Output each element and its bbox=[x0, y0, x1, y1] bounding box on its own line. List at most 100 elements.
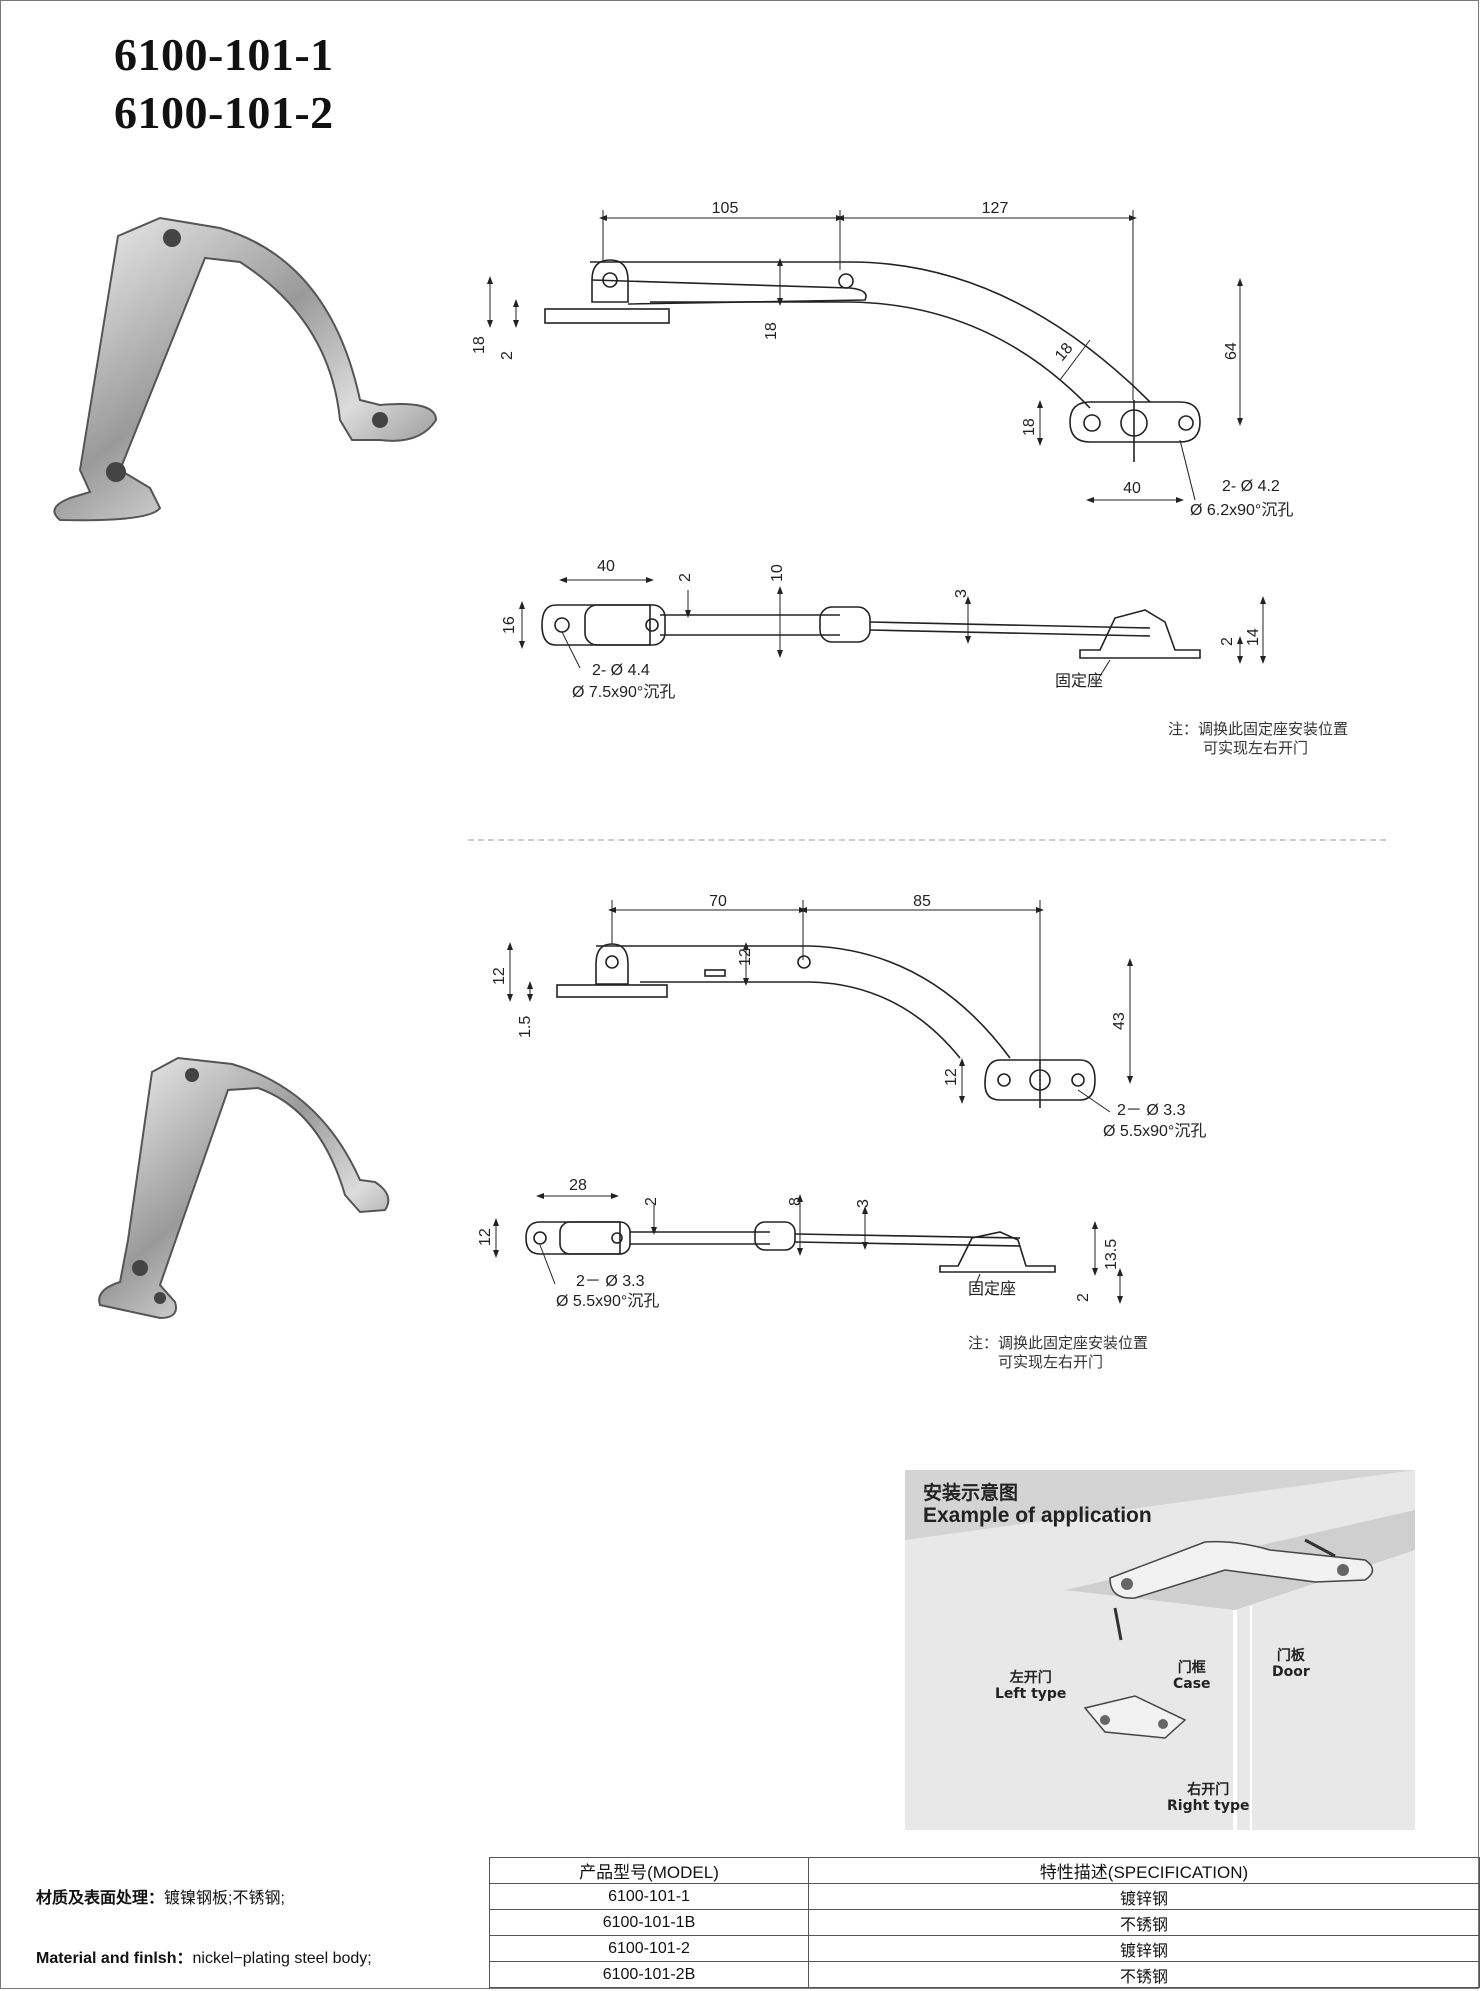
drawing-1-side-dims bbox=[519, 577, 1266, 677]
header-model: 产品型号(MODEL) bbox=[489, 1857, 809, 1884]
drawing-2-side-labels: 28 2 8 3 12 13.5 2 2－ Ø 3.3 Ø 5.5x90°沉孔 … bbox=[477, 1177, 1120, 1310]
dim-3s2: 3 bbox=[855, 1199, 872, 1208]
model-title-2: 6100-101-2 bbox=[114, 87, 334, 138]
hole-spec-1a: 2- Ø 4.2 bbox=[1222, 478, 1280, 495]
material-cn-label: 材质及表面处理： bbox=[36, 1890, 165, 1907]
application-title-cn: 安装示意图 bbox=[923, 1482, 1019, 1504]
seat-label-1: 固定座 bbox=[1055, 672, 1103, 690]
cell-model: 6100-101-1B bbox=[489, 1909, 809, 1936]
dim-2s: 2 bbox=[677, 573, 694, 582]
note-2-line2: 可实现左右开门 bbox=[998, 1353, 1104, 1371]
dim-127: 127 bbox=[982, 200, 1009, 217]
hole-spec-2b: Ø 5.5x90°沉孔 bbox=[1103, 1122, 1206, 1140]
case-en: Case bbox=[1173, 1676, 1211, 1692]
cell-spec: 镀锌钢 bbox=[808, 1935, 1480, 1962]
note-1-line2: 可实现左右开门 bbox=[1203, 739, 1309, 757]
left-type-cn: 左开门 bbox=[1009, 1670, 1052, 1686]
section-divider bbox=[468, 839, 1386, 841]
dim-12s: 12 bbox=[477, 1228, 494, 1246]
right-type-label: 右开门 Right type bbox=[1167, 1782, 1249, 1814]
door-en: Door bbox=[1272, 1664, 1310, 1680]
hole-spec-1b: Ø 6.2x90°沉孔 bbox=[1190, 501, 1293, 519]
door-cn: 门板 bbox=[1276, 1648, 1305, 1664]
seat-label-2: 固定座 bbox=[968, 1280, 1016, 1298]
side-hole-1b: Ø 7.5x90°沉孔 bbox=[572, 683, 675, 701]
model-title-1: 6100-101-1 bbox=[114, 29, 334, 80]
material-cn: 材质及表面处理：镀镍钢板;不锈钢; bbox=[36, 1884, 285, 1908]
dim-70: 70 bbox=[709, 893, 727, 910]
dim-12a: 12 bbox=[491, 967, 508, 985]
material-en: Material and finlsh：nickel−plating steel… bbox=[36, 1944, 372, 1968]
dim-105: 105 bbox=[712, 200, 739, 217]
side-hole-1a: 2- Ø 4.4 bbox=[592, 662, 650, 679]
dim-64: 64 bbox=[1223, 342, 1240, 360]
dim-2s2: 2 bbox=[643, 1197, 660, 1206]
product-photo-1 bbox=[53, 216, 438, 522]
note-1: 注：调换此固定座安装位置 可实现左右开门 bbox=[1168, 720, 1348, 758]
right-type-en: Right type bbox=[1167, 1798, 1250, 1814]
dim-2: 2 bbox=[499, 351, 516, 360]
dim-43: 43 bbox=[1111, 1012, 1128, 1030]
material-cn-value: 镀镍钢板;不锈钢; bbox=[164, 1890, 285, 1907]
spec-table: 产品型号(MODEL) 特性描述(SPECIFICATION) 6100-101… bbox=[489, 1857, 1480, 1988]
dim-18a: 18 bbox=[471, 336, 488, 354]
side-hole-2b: Ø 5.5x90°沉孔 bbox=[556, 1292, 659, 1310]
dim-1-5: 1.5 bbox=[517, 1016, 534, 1038]
dim-13-5s: 13.5 bbox=[1103, 1239, 1120, 1270]
cell-model: 6100-101-2 bbox=[489, 1935, 809, 1962]
dim-14s: 14 bbox=[1245, 628, 1262, 646]
cell-model: 6100-101-2B bbox=[489, 1961, 809, 1988]
drawing-2-top-labels: 70 85 12 1.5 12 43 12 2－ Ø 3.3 Ø 5.5x90°… bbox=[491, 893, 1206, 1140]
drawing-2-top-dims bbox=[507, 900, 1133, 1113]
application-title-en: Example of application bbox=[923, 1504, 1152, 1527]
table-row: 6100-101-1B 不锈钢 bbox=[489, 1909, 1480, 1936]
side-hole-2a: 2－ Ø 3.3 bbox=[576, 1273, 645, 1290]
application-example: 安装示意图 Example of application 左开门 Left ty… bbox=[905, 1470, 1415, 1830]
note-2: 注：调换此固定座安装位置 可实现左右开门 bbox=[968, 1334, 1148, 1372]
dim-12b: 12 bbox=[737, 948, 754, 966]
drawing-1-side-view bbox=[541, 604, 1201, 659]
dim-16s: 16 bbox=[501, 616, 518, 634]
dim-3s: 3 bbox=[953, 589, 970, 598]
drawing-2-side-view bbox=[525, 1221, 1056, 1273]
dim-40: 40 bbox=[1123, 480, 1141, 497]
cell-spec: 不锈钢 bbox=[808, 1961, 1480, 1988]
header-spec: 特性描述(SPECIFICATION) bbox=[808, 1857, 1480, 1884]
drawing-1-top-view bbox=[544, 259, 1201, 462]
dim-10s: 10 bbox=[769, 564, 786, 582]
material-en-label: Material and finlsh： bbox=[36, 1950, 193, 1967]
dim-18b: 18 bbox=[763, 322, 780, 340]
spec-header-row: 产品型号(MODEL) 特性描述(SPECIFICATION) bbox=[489, 1857, 1480, 1884]
drawing-1-top-labels: 105 127 18 2 18 64 18 18 40 2- Ø 4.2 Ø 6… bbox=[471, 200, 1293, 519]
dim-28s: 28 bbox=[569, 1177, 587, 1194]
case-label: 门框 Case bbox=[1173, 1660, 1211, 1692]
right-type-cn: 右开门 bbox=[1187, 1782, 1230, 1798]
hole-spec-2a: 2－ Ø 3.3 bbox=[1117, 1102, 1186, 1119]
drawing-1-side-labels: 40 2 10 3 16 2 14 2- Ø 4.4 Ø 7.5x90°沉孔 固… bbox=[501, 558, 1262, 701]
table-row: 6100-101-2B 不锈钢 bbox=[489, 1961, 1480, 1988]
dim-40s: 40 bbox=[597, 558, 615, 575]
dim-18c: 18 bbox=[1052, 340, 1077, 365]
note-1-line1: 注：调换此固定座安装位置 bbox=[1168, 720, 1349, 738]
dim-18d: 18 bbox=[1021, 418, 1038, 436]
drawing-1-top-dims bbox=[487, 210, 1243, 503]
left-type-en: Left type bbox=[995, 1686, 1067, 1702]
drawing-2-side-dims bbox=[493, 1193, 1123, 1304]
dim-2s-b: 2 bbox=[1219, 637, 1236, 646]
case-cn: 门框 bbox=[1177, 1660, 1206, 1676]
cell-model: 6100-101-1 bbox=[489, 1883, 809, 1910]
product-photo-2 bbox=[98, 1056, 390, 1320]
left-type-label: 左开门 Left type bbox=[995, 1670, 1066, 1702]
dim-85: 85 bbox=[913, 893, 931, 910]
dim-2s3: 2 bbox=[1075, 1293, 1092, 1302]
note-2-line1: 注：调换此固定座安装位置 bbox=[968, 1334, 1149, 1352]
dim-8s: 8 bbox=[787, 1197, 804, 1206]
dim-12c: 12 bbox=[943, 1068, 960, 1086]
cell-spec: 不锈钢 bbox=[808, 1909, 1480, 1936]
material-en-value: nickel−plating steel body; bbox=[192, 1950, 372, 1967]
cell-spec: 镀锌钢 bbox=[808, 1883, 1480, 1910]
door-label: 门板 Door bbox=[1272, 1648, 1310, 1680]
table-row: 6100-101-1 镀锌钢 bbox=[489, 1883, 1480, 1910]
application-illustration bbox=[905, 1470, 1415, 1830]
